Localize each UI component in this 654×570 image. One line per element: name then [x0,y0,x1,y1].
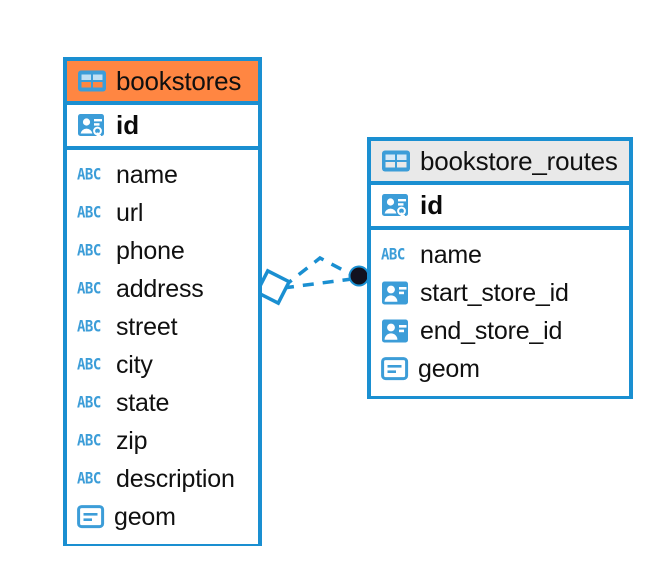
abc-text-icon: ABC [77,166,101,184]
primary-key-icon [77,111,107,141]
field-row[interactable]: ABC state [77,384,248,422]
field-row[interactable]: ABC description [77,460,248,498]
field-row[interactable]: start_store_id [381,274,619,312]
field-label: zip [116,426,148,455]
abc-text-icon: ABC [77,356,101,374]
entity-title: bookstores [116,65,242,96]
field-row[interactable]: ABC address [77,270,248,308]
entity-header-bookstore-routes[interactable]: bookstore_routes [371,141,629,185]
field-row-primary-key[interactable]: id [67,105,258,150]
entity-header-bookstores[interactable]: bookstores [67,61,258,105]
abc-text-icon: ABC [77,280,101,298]
geometry-icon [381,356,409,382]
relationship-line-upper [281,255,357,289]
primary-key-label: id [420,190,444,220]
table-icon [381,149,411,173]
field-row[interactable]: ABC zip [77,422,248,460]
field-label: geom [418,354,480,383]
field-label: start_store_id [420,278,569,307]
relationship-line-lower [282,277,353,290]
field-label: phone [116,236,185,265]
field-row[interactable]: ABC street [77,308,248,346]
field-row[interactable]: ABC phone [77,232,248,270]
abc-text-icon: ABC [77,394,101,412]
field-row[interactable]: end_store_id [381,312,619,350]
foreign-key-icon [381,280,411,306]
entity-bookstores[interactable]: bookstores id ABC [63,57,262,546]
field-row[interactable]: ABC url [77,194,248,232]
field-row[interactable]: ABC city [77,346,248,384]
field-row-primary-key[interactable]: id [371,185,629,230]
field-label: city [116,350,153,379]
foreign-key-icon [381,318,411,344]
field-label: geom [114,502,176,531]
abc-text-icon: ABC [77,242,101,260]
geometry-icon [77,504,105,530]
abc-text-icon: ABC [77,470,101,488]
entity-bookstore-routes[interactable]: bookstore_routes id ABC [367,137,633,399]
abc-text-icon: ABC [381,246,405,264]
table-icon [77,69,107,93]
field-label: name [420,240,482,269]
field-row[interactable]: geom [77,498,248,536]
entity-title: bookstore_routes [420,145,618,176]
entity-field-list-bookstores: ABC name ABC url ABC phone ABC [67,150,258,544]
field-label: name [116,160,178,189]
abc-text-icon: ABC [77,318,101,336]
entity-field-list-bookstore-routes: ABC name start_store_id [371,230,629,396]
field-label: description [116,464,235,493]
field-row[interactable]: ABC name [381,236,619,274]
field-label: state [116,388,170,417]
field-row[interactable]: geom [381,350,619,388]
field-label: url [116,198,144,227]
field-label: address [116,274,204,303]
field-label: street [116,312,178,341]
field-row[interactable]: ABC name [77,156,248,194]
field-label: end_store_id [420,316,563,345]
primary-key-icon [381,191,411,221]
abc-text-icon: ABC [77,204,101,222]
abc-text-icon: ABC [77,432,101,450]
primary-key-label: id [116,110,140,140]
